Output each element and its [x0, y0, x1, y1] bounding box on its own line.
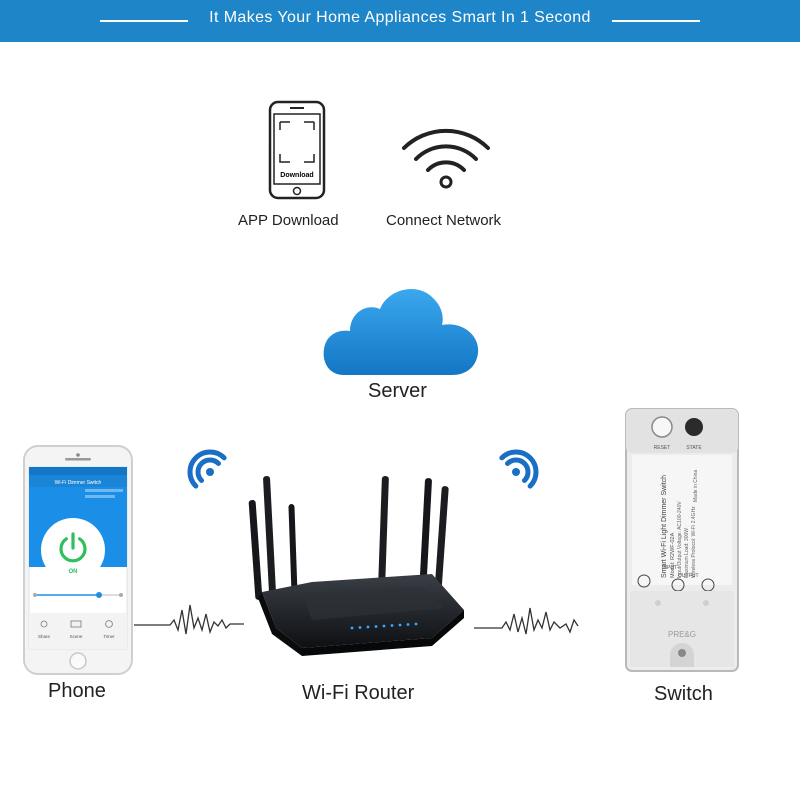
- switch-spec-1: Input/Output Voltage: AC100-240V: [677, 501, 683, 578]
- phone-tab-scene: Scene: [70, 634, 83, 639]
- switch-spec-3: Wireless Protocol: Wi-Fi 2.4GHz: [691, 506, 697, 578]
- switch-input-label: INPUT: [662, 565, 677, 571]
- cloud-icon: [323, 288, 479, 375]
- banner-title: It Makes Your Home Appliances Smart In 1…: [209, 9, 591, 26]
- switch-product-name: Smart Wi-Fi Light Dimmer Switch: [661, 475, 668, 578]
- header-banner: It Makes Your Home Appliances Smart In 1…: [0, 0, 800, 42]
- phone-tab-timer: Timer: [103, 634, 115, 639]
- router-icon: [248, 476, 464, 656]
- banner-left-line: [100, 20, 188, 22]
- signal-wave-right: [474, 607, 579, 635]
- switch-brand: PRE&G: [668, 630, 696, 639]
- power-button-icon: [59, 532, 87, 563]
- phone-power-state: ON: [69, 569, 78, 575]
- switch-reset-label: RESET: [654, 445, 671, 451]
- phone-label: Phone: [48, 680, 106, 702]
- download-caption: Download: [280, 172, 313, 179]
- switch-label: Switch: [654, 683, 713, 705]
- step-app-download-label: APP Download: [238, 212, 339, 229]
- wifi-waves-right-icon: [499, 449, 539, 489]
- switch-origin: Made in China: [693, 470, 699, 502]
- smart-switch-icon: RESET STATE Smart Wi-Fi Light Dimmer Swi…: [625, 408, 739, 672]
- banner-right-line: [612, 20, 700, 22]
- router-label: Wi-Fi Router: [302, 682, 415, 704]
- smartphone-icon: Wi-Fi Dimmer Switch ON Share Scene Timer: [23, 445, 133, 675]
- signal-wave-left: [134, 604, 244, 635]
- phone-tab-share: Share: [38, 634, 51, 639]
- switch-state-label: STATE: [686, 445, 702, 451]
- server-label: Server: [368, 380, 427, 402]
- wifi-waves-left-icon: [187, 449, 227, 489]
- step-connect-network-label: Connect Network: [386, 212, 502, 229]
- switch-model: Model: R2WF-02A: [670, 532, 676, 578]
- switch-spec-2: Maximum Load: 300W: [684, 528, 690, 578]
- wifi-signal-icon: [402, 128, 490, 189]
- phone-screen-title: Wi-Fi Dimmer Switch: [55, 480, 102, 486]
- switch-output-label: OUTPUT: [678, 573, 699, 579]
- phone-download-icon: Download: [268, 100, 326, 200]
